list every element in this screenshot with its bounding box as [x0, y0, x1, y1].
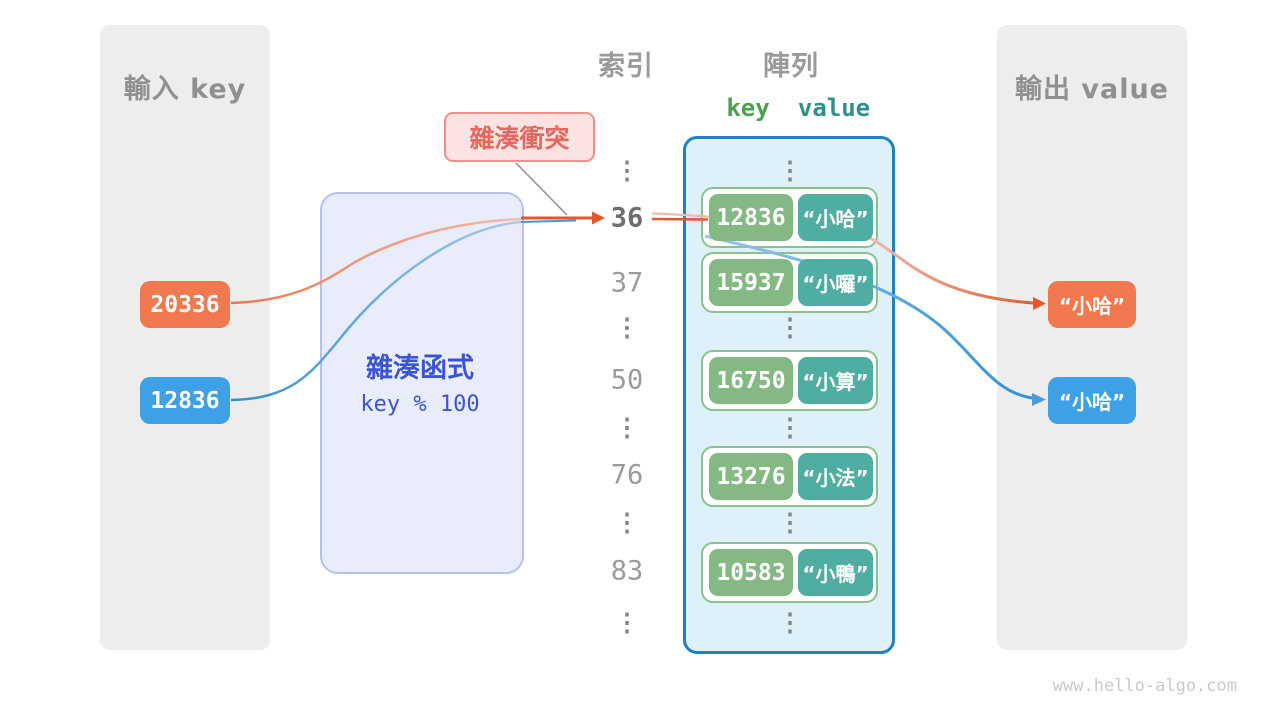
input-key-box-20336: 20336: [140, 281, 230, 328]
index-ellipsis: ⋮: [614, 607, 640, 637]
input-panel-title: 輸入 key: [123, 74, 247, 105]
index-cell-76: 76: [610, 459, 644, 491]
output-value-panel: 輸出 value: [997, 25, 1187, 650]
array-ellipsis: ⋮: [777, 607, 803, 637]
output-value-box-orange: “小哈”: [1048, 281, 1136, 328]
arrow-hash-to-index-blue: [520, 219, 577, 223]
array-key-cell: 16750: [709, 357, 793, 404]
array-ellipsis: ⋮: [777, 507, 803, 537]
index-ellipsis: ⋮: [614, 507, 640, 537]
hash-function-title: 雜湊函式: [366, 353, 474, 384]
array-row: 10583 “小鴨”: [701, 542, 878, 603]
array-value-cell: “小囉”: [798, 259, 873, 306]
array-row: 16750 “小算”: [701, 350, 878, 411]
watermark: www.hello-algo.com: [1052, 676, 1237, 696]
index-ellipsis: ⋮: [614, 412, 640, 442]
array-key-cell: 12836: [709, 194, 793, 241]
input-key-panel: 輸入 key: [100, 25, 270, 650]
array-ellipsis: ⋮: [777, 312, 803, 342]
array-ellipsis: ⋮: [777, 412, 803, 442]
index-ellipsis: ⋮: [614, 312, 640, 342]
index-cell-36: 36: [610, 202, 644, 234]
array-row: 12836 “小哈”: [701, 187, 878, 248]
hash-function-formula: key % 100: [360, 392, 480, 417]
arrowhead-index36: [592, 211, 605, 225]
array-key-cell: 10583: [709, 549, 793, 596]
key-column-header: key: [726, 94, 770, 122]
array-value-cell: “小哈”: [798, 194, 873, 241]
index-ellipsis: ⋮: [614, 155, 640, 185]
array-ellipsis: ⋮: [777, 155, 803, 185]
input-key-box-12836: 12836: [140, 377, 230, 424]
array-key-cell: 15937: [709, 259, 793, 306]
array-value-cell: “小算”: [798, 357, 873, 404]
index-cell-37: 37: [610, 267, 644, 299]
hash-collision-label: 雜湊衝突: [444, 112, 595, 162]
array-row: 15937 “小囉”: [701, 252, 878, 313]
array-column-title: 陣列: [763, 51, 819, 82]
output-panel-title: 輸出 value: [1014, 74, 1169, 105]
value-column-header: value: [797, 94, 871, 122]
array-value-cell: “小鴨”: [798, 549, 873, 596]
array-key-cell: 13276: [709, 453, 793, 500]
output-value-box-blue: “小哈”: [1048, 377, 1136, 424]
array-value-cell: “小法”: [798, 453, 873, 500]
array-row: 13276 “小法”: [701, 446, 878, 507]
index-cell-50: 50: [610, 364, 644, 396]
index-column-title: 索引: [598, 51, 654, 82]
index-cell-83: 83: [610, 555, 644, 587]
